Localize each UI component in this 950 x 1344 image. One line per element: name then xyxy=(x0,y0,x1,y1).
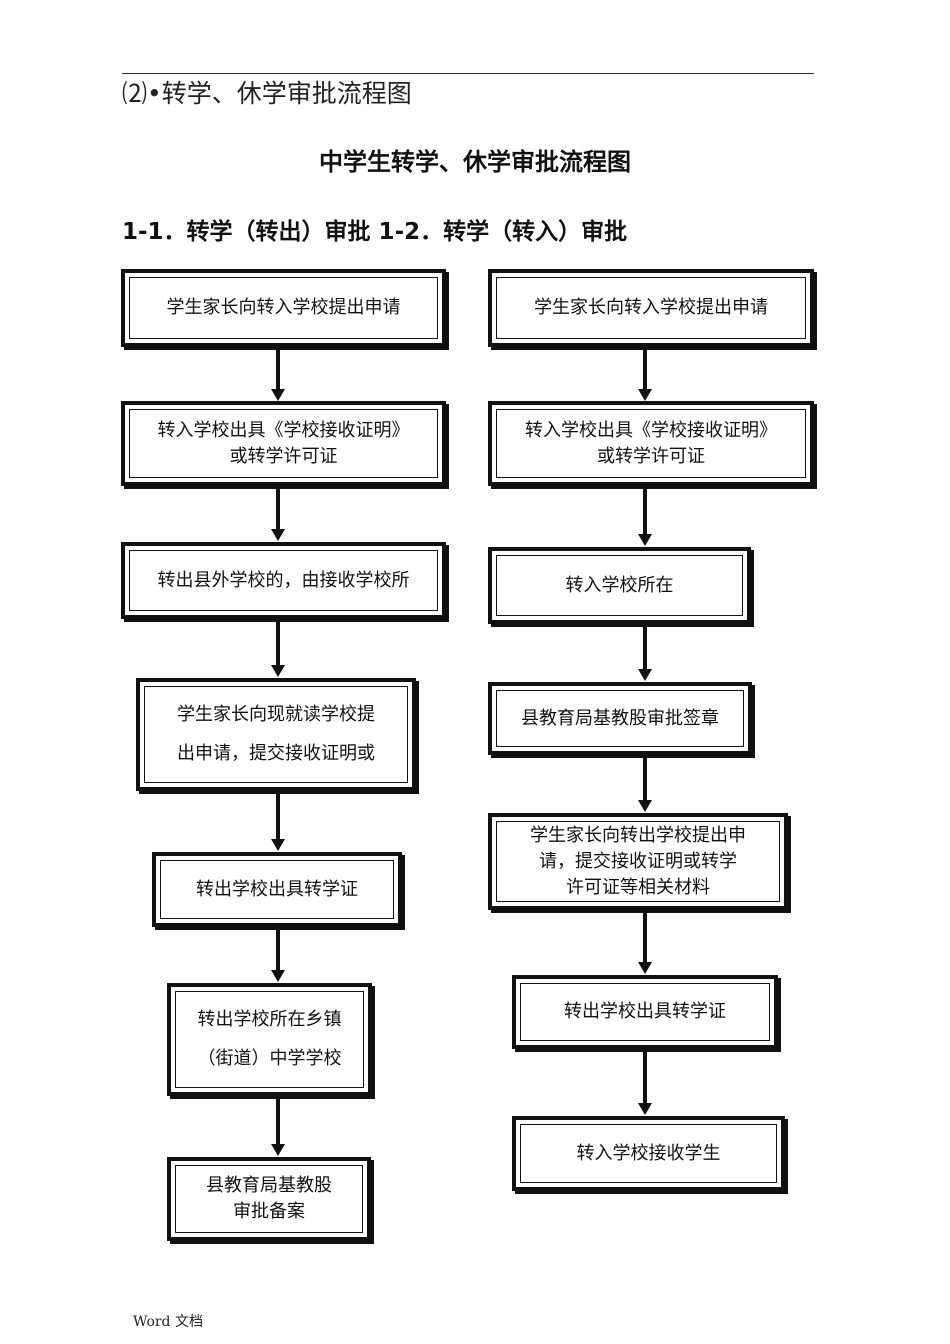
left-arrow-3 xyxy=(271,620,285,677)
right-step-2-frame: 转入学校出具《学校接收证明》 或转学许可证 xyxy=(496,409,806,478)
left-step-7-line-2: 审批备案 xyxy=(233,1201,305,1222)
left-step-3: 转出县外学校的，由接收学校所 xyxy=(121,542,446,619)
right-step-5: 学生家长向转出学校提出申 请，提交接收证明或转学 许可证等相关材料 xyxy=(488,813,788,910)
right-arrow-6 xyxy=(638,1050,652,1115)
footer-label: Word 文档 xyxy=(133,1314,203,1330)
left-step-3-line-1: 转出县外学校的，由接收学校所 xyxy=(157,569,410,591)
right-arrow-3 xyxy=(638,625,652,681)
right-arrow-1 xyxy=(638,348,652,401)
left-arrow-4 xyxy=(271,792,285,851)
right-arrow-2 xyxy=(638,487,652,546)
right-step-2-line-2: 或转学许可证 xyxy=(597,445,705,467)
left-step-3-frame: 转出县外学校的，由接收学校所 xyxy=(129,550,438,611)
left-step-7-line-1: 县教育局基教股 xyxy=(206,1175,332,1196)
left-step-1: 学生家长向转入学校提出申请 xyxy=(121,269,446,347)
right-arrow-5 xyxy=(638,911,652,974)
right-step-1-line-1: 学生家长向转入学校提出申请 xyxy=(534,297,768,318)
section-heading: ⑵•转学、休学审批流程图 xyxy=(122,79,412,108)
right-step-3: 转入学校所在 xyxy=(488,547,751,624)
left-step-2-line-1: 转入学校出具《学校接收证明》 xyxy=(157,419,410,441)
left-step-1-line-1: 学生家长向转入学校提出申请 xyxy=(166,297,401,318)
right-step-1-frame: 学生家长向转入学校提出申请 xyxy=(496,277,806,339)
right-step-2: 转入学校出具《学校接收证明》 或转学许可证 xyxy=(488,401,814,486)
left-step-7-frame: 县教育局基教股 审批备案 xyxy=(175,1165,363,1233)
right-step-7-frame: 转入学校接收学生 xyxy=(520,1124,777,1183)
left-step-4: 学生家长向现就读学校提 出申请，提交接收证明或 xyxy=(136,678,416,791)
right-arrow-4 xyxy=(638,756,652,812)
left-step-2-frame: 转入学校出具《学校接收证明》 或转学许可证 xyxy=(129,409,438,478)
left-step-6-line-1: 转出学校所在乡镇 xyxy=(197,1008,342,1030)
left-step-1-frame: 学生家长向转入学校提出申请 xyxy=(129,277,438,339)
right-step-6: 转出学校出具转学证 xyxy=(512,975,778,1049)
left-step-7: 县教育局基教股 审批备案 xyxy=(167,1157,371,1241)
right-step-6-frame: 转出学校出具转学证 xyxy=(520,983,770,1041)
right-step-7-line-1: 转入学校接收学生 xyxy=(576,1142,721,1164)
left-step-6: 转出学校所在乡镇 （街道）中学学校 xyxy=(167,983,372,1096)
right-step-6-line-1: 转出学校出具转学证 xyxy=(564,1001,726,1022)
left-step-5-frame: 转出学校出具转学证 xyxy=(160,860,394,919)
left-step-4-frame: 学生家长向现就读学校提 出申请，提交接收证明或 xyxy=(144,686,408,783)
left-step-2-line-2: 或转学许可证 xyxy=(229,445,338,467)
right-step-4-line-1: 县教育局基教股审批签章 xyxy=(521,707,719,729)
right-step-4-frame: 县教育局基教股审批签章 xyxy=(496,690,744,747)
flow-subheadings: 1-1．转学（转出）审批 1-2．转学（转入）审批 xyxy=(122,219,628,245)
left-step-6-line-2: （街道）中学学校 xyxy=(197,1048,342,1070)
right-step-3-frame: 转入学校所在 xyxy=(496,555,743,616)
left-step-5: 转出学校出具转学证 xyxy=(152,852,402,927)
left-step-4-line-2: 出申请，提交接收证明或 xyxy=(177,743,375,765)
left-arrow-6 xyxy=(271,1097,285,1156)
left-arrow-5 xyxy=(271,928,285,982)
left-step-2: 转入学校出具《学校接收证明》 或转学许可证 xyxy=(121,401,446,486)
left-arrow-2 xyxy=(271,487,285,541)
left-step-4-line-1: 学生家长向现就读学校提 xyxy=(177,703,375,725)
left-step-6-frame: 转出学校所在乡镇 （街道）中学学校 xyxy=(175,991,364,1088)
right-step-1: 学生家长向转入学校提出申请 xyxy=(488,269,814,347)
right-step-5-frame: 学生家长向转出学校提出申 请，提交接收证明或转学 许可证等相关材料 xyxy=(496,821,780,902)
right-step-5-line-1: 学生家长向转出学校提出申 xyxy=(530,824,746,846)
document-title: 中学生转学、休学审批流程图 xyxy=(319,148,631,176)
left-arrow-1 xyxy=(271,348,285,401)
right-step-2-line-1: 转入学校出具《学校接收证明》 xyxy=(525,419,777,441)
right-step-7: 转入学校接收学生 xyxy=(512,1116,785,1191)
right-step-5-line-3: 许可证等相关材料 xyxy=(566,876,710,898)
right-step-5-line-2: 请，提交接收证明或转学 xyxy=(539,850,737,872)
header-rule xyxy=(122,73,814,74)
right-step-3-line-1: 转入学校所在 xyxy=(565,574,674,596)
right-step-4: 县教育局基教股审批签章 xyxy=(488,682,752,755)
left-step-5-line-1: 转出学校出具转学证 xyxy=(196,878,358,900)
